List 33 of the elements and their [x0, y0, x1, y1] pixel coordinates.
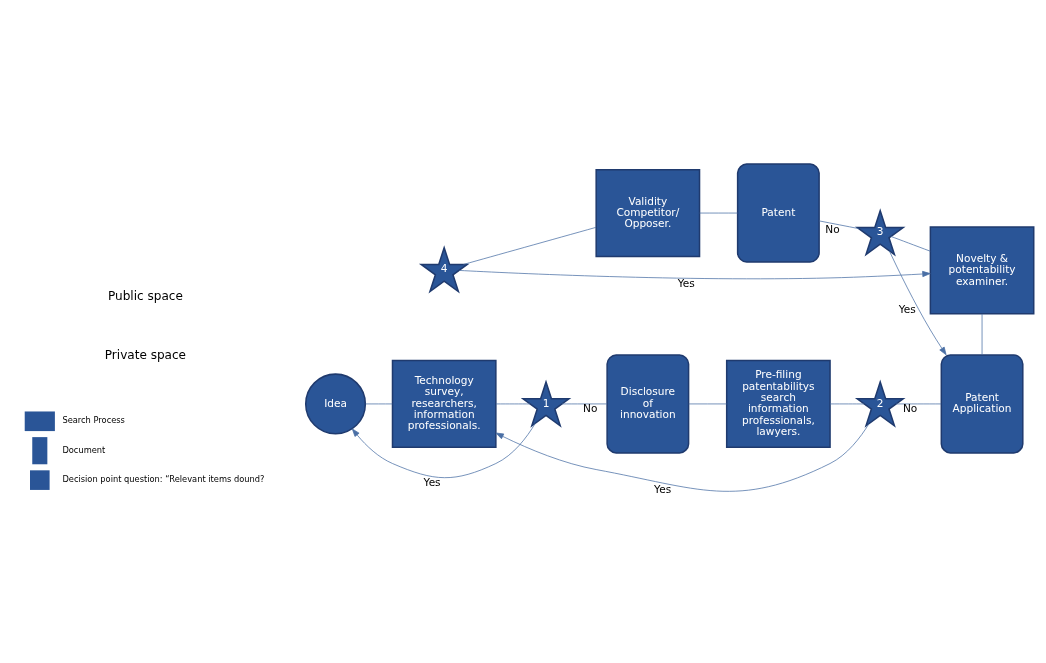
node-box: Patent Application — [940, 354, 1024, 454]
legend-label: Decision point question: “Relevant items dound? — [62, 474, 265, 485]
node-box: Patent — [736, 163, 820, 263]
connector — [890, 236, 931, 252]
connector — [699, 212, 738, 214]
node-box: Pre-filing patentabilitys search information professionals, lawyers. — [725, 359, 831, 449]
edge-label: Yes — [898, 302, 916, 315]
connector — [561, 403, 608, 405]
legend-label: Search Process — [62, 415, 125, 426]
arrow — [351, 423, 536, 479]
edge-label: No — [825, 223, 840, 236]
connector — [365, 403, 393, 405]
connector — [829, 403, 865, 405]
label: Public space — [107, 288, 183, 303]
edge-label: Yes — [423, 476, 441, 488]
connector — [819, 220, 859, 229]
label: Private space — [104, 348, 187, 363]
edge-label: Yes — [677, 276, 695, 289]
connector — [981, 313, 983, 355]
connector — [688, 403, 727, 405]
node-box: Validity Competitor/ Opposer. — [595, 168, 701, 258]
arrow — [889, 250, 947, 356]
edge-label: Yes — [654, 483, 672, 496]
connector — [895, 403, 942, 405]
node-box: Novelty & potentability examiner. — [929, 226, 1035, 315]
connector — [495, 403, 531, 405]
arrow — [495, 423, 870, 492]
connector — [463, 227, 597, 265]
node-box: Disclosure of innovation — [606, 354, 690, 454]
node-box: Technology survey, researchers, information professionals. — [391, 359, 497, 449]
edge-label: No — [583, 402, 598, 415]
arrow — [458, 270, 931, 280]
legend-label: Document — [62, 444, 106, 455]
